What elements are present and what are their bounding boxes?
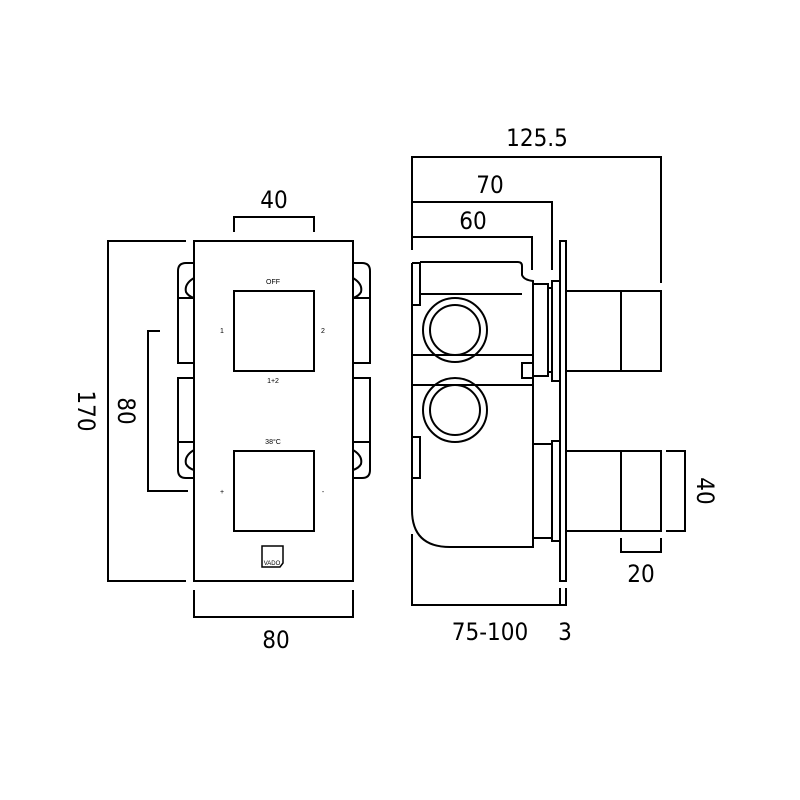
logo-text: VADO [264, 561, 281, 567]
dim-handle-height: 40 [691, 477, 719, 504]
diverter-knob [233, 290, 315, 372]
dim-depth-70: 70 [476, 171, 503, 199]
diverter-handle [565, 290, 622, 372]
dim-depth-60: 60 [459, 207, 486, 235]
dim-knob-width: 40 [260, 186, 287, 214]
vado-logo: VADO [261, 545, 284, 568]
side-faceplate [559, 240, 567, 582]
label-outlet-1: 1 [220, 328, 224, 335]
thermostat-knob [233, 450, 315, 532]
label-temp: 38°C [265, 438, 281, 446]
front-view: OFF 1 2 1+2 38°C + - VADO 40 80 170 80 [72, 186, 371, 654]
label-minus: - [322, 489, 325, 496]
dim-handle-depth: 20 [627, 560, 654, 588]
dim-wall-depth: 75-100 [452, 618, 528, 646]
valve-body [411, 263, 534, 548]
side-view: 125.5 70 60 75-100 3 40 20 [411, 124, 719, 646]
dim-plate-height: 170 [72, 390, 100, 431]
thermostat-handle [565, 450, 622, 532]
dim-knob-spacing: 80 [112, 397, 140, 424]
dim-overall-depth: 125.5 [506, 124, 568, 152]
outlet-port [422, 297, 488, 363]
mounting-brackets [177, 262, 371, 479]
dim-plate-thickness: 3 [558, 618, 572, 646]
dim-plate-width: 80 [262, 626, 289, 654]
label-plus: + [220, 489, 224, 496]
inlet-port [422, 377, 488, 443]
label-off: OFF [266, 279, 280, 286]
faceplate [193, 240, 354, 582]
label-both: 1+2 [267, 378, 279, 385]
label-outlet-2: 2 [321, 328, 325, 335]
